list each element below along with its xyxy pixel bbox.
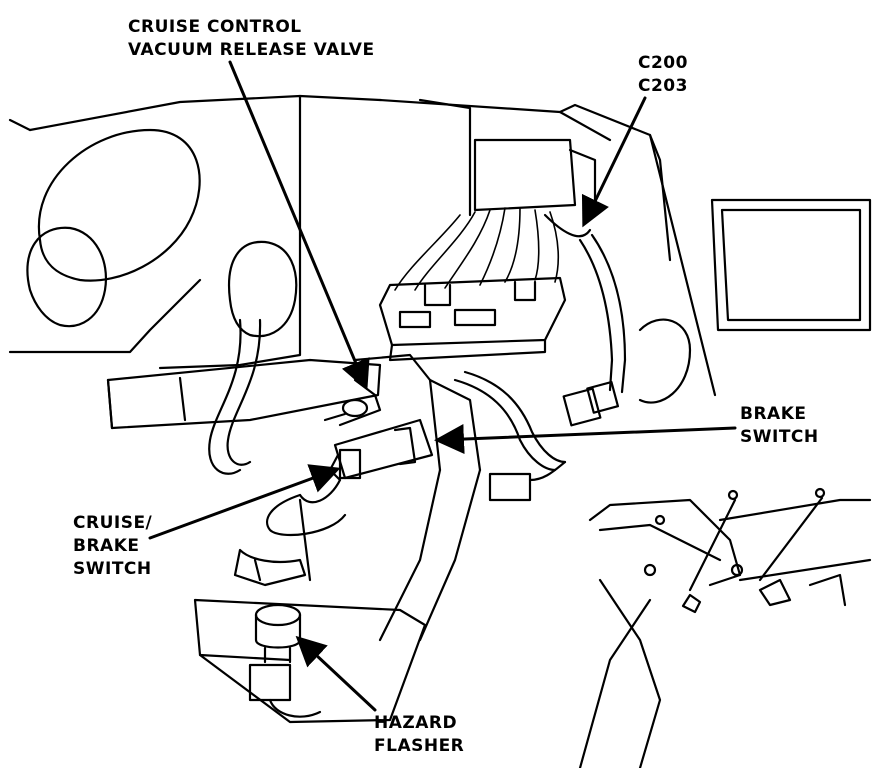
brake-switch-leader-arrow — [434, 424, 737, 455]
mounting-bracket — [578, 487, 872, 768]
vacuum-release-valve — [323, 378, 382, 427]
flasher-leader-arrow — [295, 635, 377, 712]
steering-column — [298, 353, 482, 642]
label-cruise-control-valve: CRUISE CONTROL VACUUM RELEASE VALVE — [128, 16, 375, 62]
cruise-brake-leader-arrow — [148, 464, 341, 540]
connector-leader-arrow — [581, 96, 647, 228]
lower-panel — [193, 598, 427, 724]
label-line: CRUISE/ — [73, 513, 153, 533]
bulkhead-connector — [473, 138, 597, 238]
harness-clip — [233, 548, 307, 587]
label-line: SWITCH — [73, 559, 152, 579]
lower-wiring — [453, 370, 567, 502]
label-line: BRAKE — [73, 536, 140, 556]
dash-panel — [8, 94, 717, 397]
label-line: HAZARD — [374, 713, 458, 733]
right-harness — [562, 233, 627, 427]
wire-bundle — [394, 207, 560, 291]
label-brake-switch: BRAKE SWITCH — [740, 403, 819, 449]
main-harness — [208, 318, 262, 475]
label-line: BRAKE — [740, 404, 807, 424]
brake-switch-assembly — [328, 418, 434, 482]
label-line: C203 — [638, 76, 688, 96]
loop-harness — [266, 478, 347, 537]
leader-lines — [148, 60, 737, 712]
label-line: C200 — [638, 53, 688, 73]
label-cruise-brake-switch: CRUISE/ BRAKE SWITCH — [73, 512, 152, 581]
lower-ledge — [106, 358, 382, 430]
valve-leader-arrow — [228, 60, 370, 391]
label-line: VACUUM RELEASE VALVE — [128, 40, 375, 60]
label-hazard-flasher: HAZARD FLASHER — [374, 712, 464, 758]
connector-block — [378, 276, 567, 362]
label-line: SWITCH — [740, 427, 819, 447]
right-window — [638, 198, 872, 404]
label-line: FLASHER — [374, 736, 465, 756]
label-line: CRUISE CONTROL — [128, 17, 302, 37]
hazard-flasher-body — [248, 603, 322, 718]
gauge-openings — [26, 128, 298, 338]
label-connectors: C200 C203 — [638, 52, 688, 98]
